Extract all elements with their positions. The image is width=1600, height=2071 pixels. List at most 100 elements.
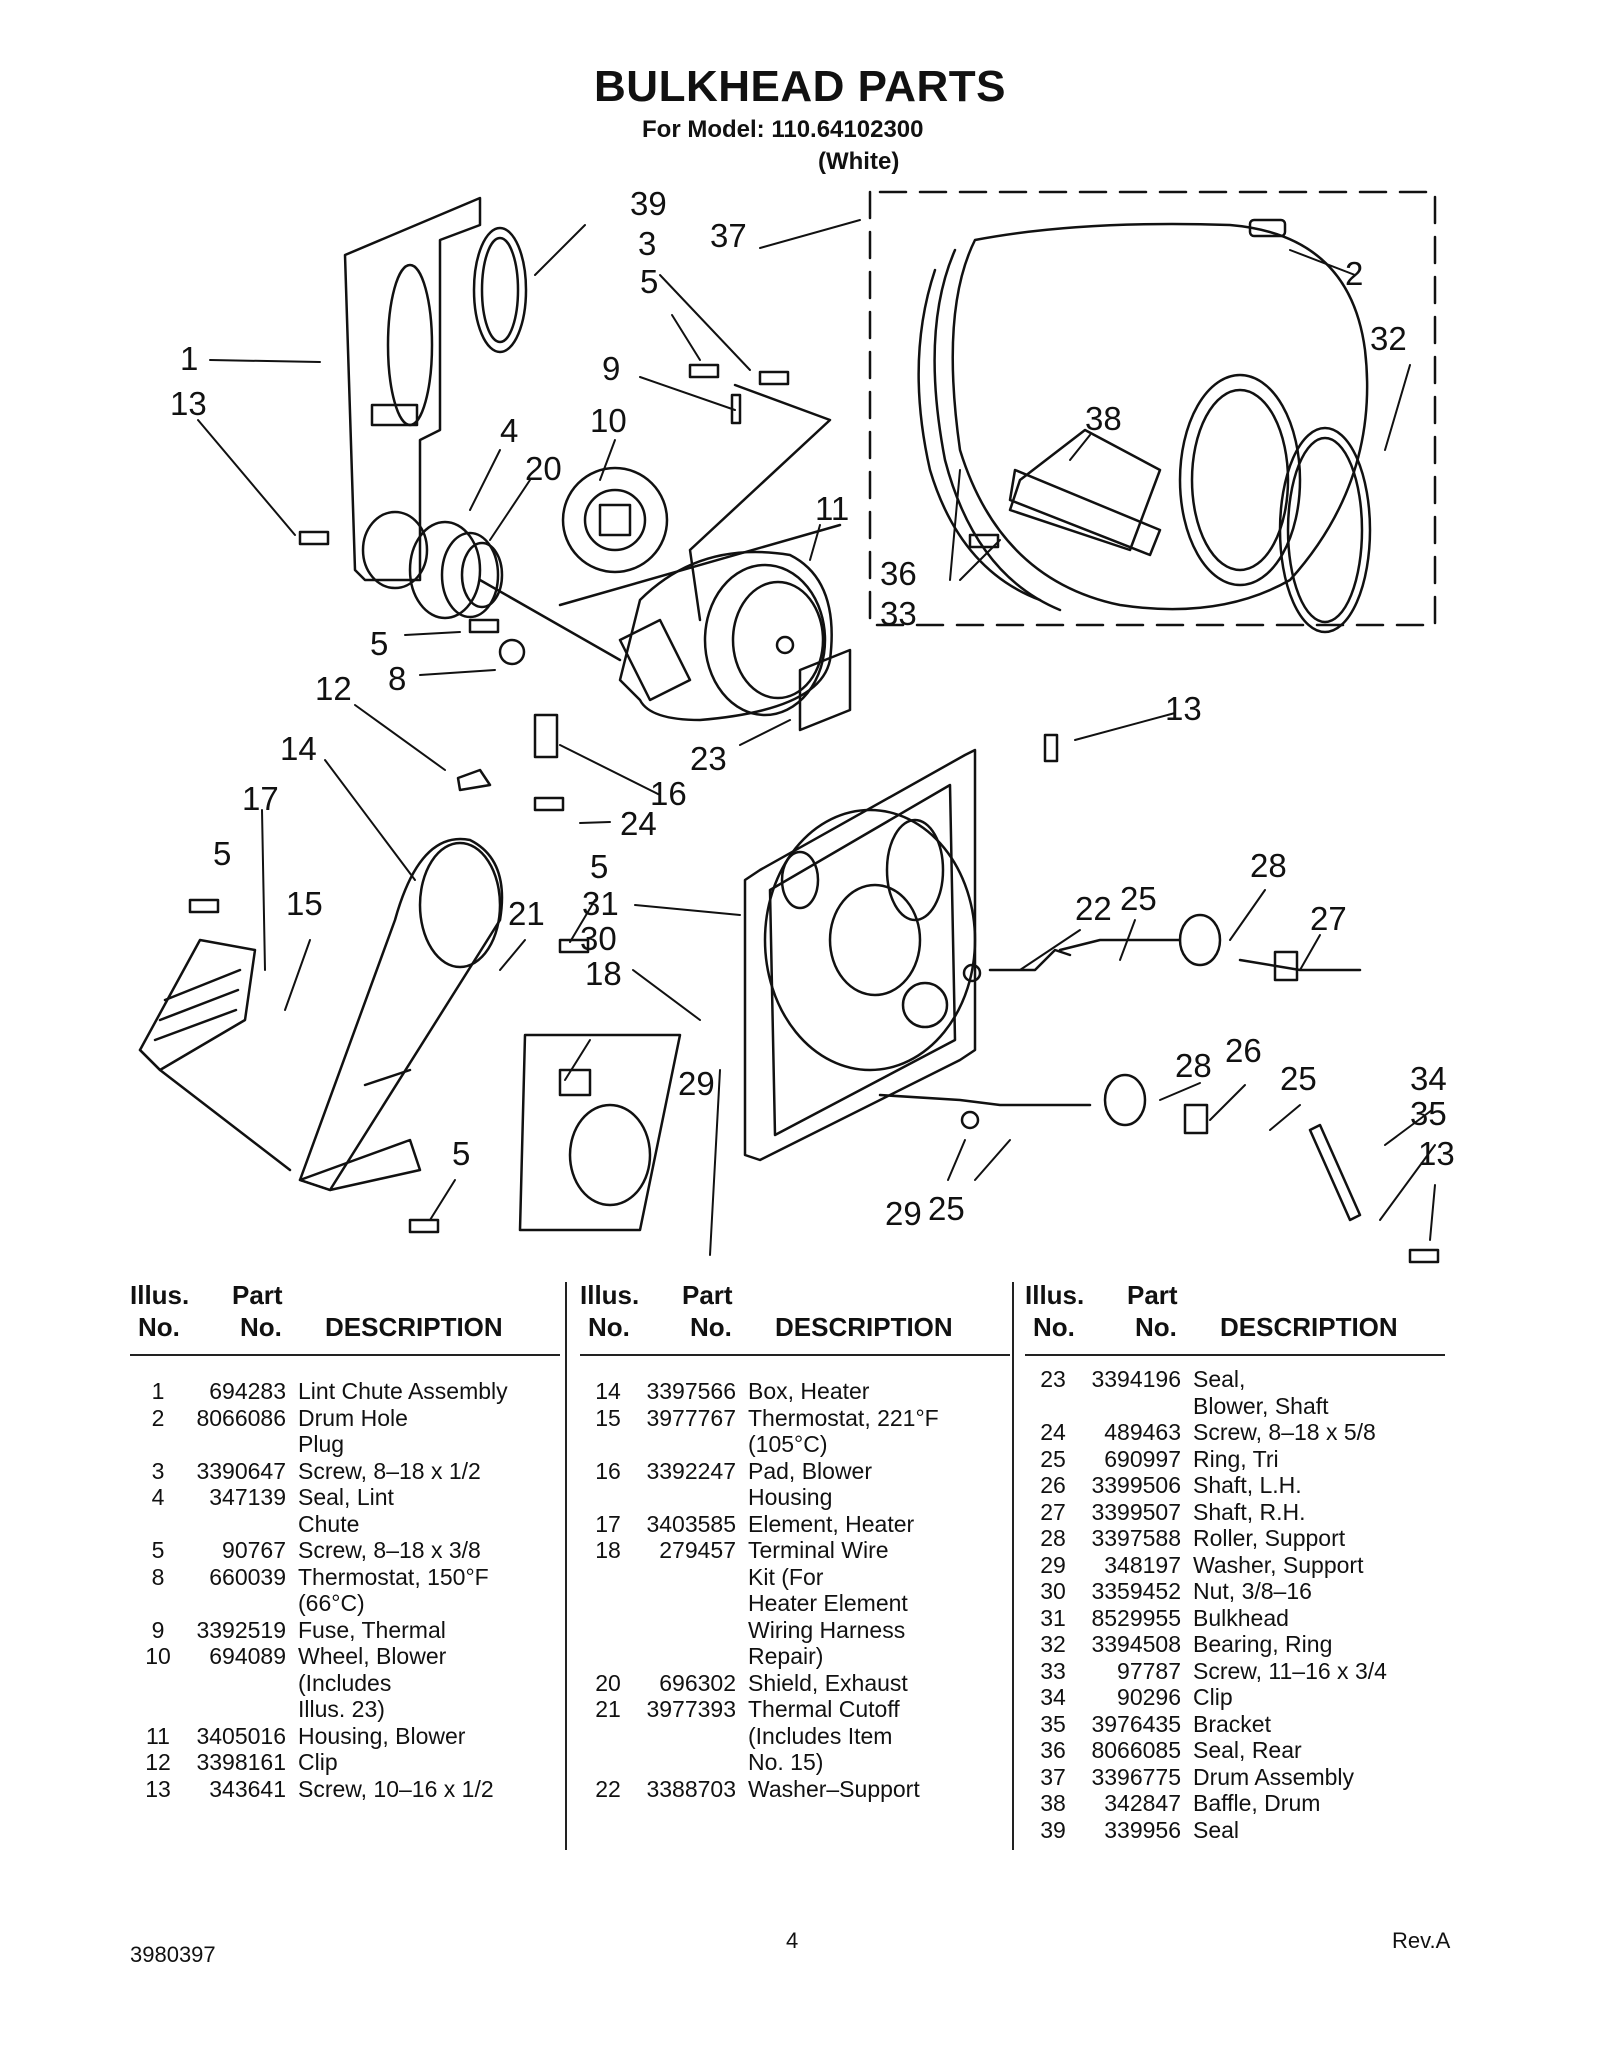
illus-number: 3 bbox=[151, 1457, 165, 1484]
callout-label: 25 bbox=[1280, 1060, 1317, 1097]
header-description: DESCRIPTION bbox=[325, 1312, 503, 1342]
screws bbox=[188, 363, 1440, 1264]
part-description: Bearing, Ring bbox=[1193, 1631, 1333, 1657]
heater-element-drawing bbox=[138, 938, 292, 1172]
callout-label: 39 bbox=[630, 185, 667, 222]
illus-number: 39 bbox=[1040, 1816, 1066, 1843]
illus-number: 17 bbox=[595, 1510, 621, 1537]
illus-number: 37 bbox=[1040, 1763, 1066, 1790]
part-number: 489463 bbox=[1104, 1419, 1181, 1445]
callout-label: 10 bbox=[590, 402, 627, 439]
illus-number: 25 bbox=[1040, 1445, 1066, 1472]
part-number: 348197 bbox=[1104, 1551, 1181, 1578]
illus-number: 30 bbox=[1040, 1578, 1066, 1604]
callout-label: 5 bbox=[590, 848, 608, 885]
part-description: Roller, Support bbox=[1193, 1525, 1346, 1551]
header-part: Part bbox=[1127, 1280, 1178, 1310]
callout-label: 36 bbox=[880, 555, 917, 592]
illus-number: 36 bbox=[1040, 1737, 1066, 1763]
part-number: 3392247 bbox=[646, 1457, 736, 1484]
illus-number: 18 bbox=[595, 1537, 621, 1563]
part-number: 8066085 bbox=[1091, 1737, 1181, 1763]
drum-assembly-box bbox=[868, 190, 1437, 627]
part-description: Housing, Blower bbox=[298, 1722, 466, 1749]
part-number: 3390647 bbox=[196, 1457, 286, 1484]
part-number: 8529955 bbox=[1091, 1604, 1181, 1631]
part-description: Drum Hole Plug bbox=[298, 1404, 408, 1458]
callout-label: 5 bbox=[213, 835, 231, 872]
callout-label: 23 bbox=[690, 740, 727, 777]
illus-number: 20 bbox=[595, 1669, 621, 1696]
table-header: Illus. No. Part No. DESCRIPTION bbox=[1025, 1280, 1445, 1356]
header-illus-no: No. bbox=[138, 1312, 180, 1342]
part-description: Nut, 3/8–16 bbox=[1193, 1578, 1312, 1604]
part-number: 8066086 bbox=[196, 1404, 286, 1431]
callout-label: 2 bbox=[1345, 255, 1363, 292]
illus-number: 38 bbox=[1040, 1790, 1066, 1816]
callout-label: 37 bbox=[710, 217, 747, 254]
callout-label: 27 bbox=[1310, 900, 1347, 937]
part-description: Lint Chute Assembly bbox=[298, 1378, 508, 1404]
callout-label: 12 bbox=[315, 670, 352, 707]
color-line: (White) bbox=[818, 148, 900, 175]
callout-label: 29 bbox=[885, 1195, 922, 1232]
part-description: Element, Heater bbox=[748, 1510, 915, 1537]
part-number: 90767 bbox=[222, 1537, 286, 1563]
callout-label: 5 bbox=[370, 625, 388, 662]
illus-number: 15 bbox=[595, 1404, 621, 1431]
part-description: Shaft, L.H. bbox=[1193, 1472, 1302, 1498]
part-number: 3394196 bbox=[1091, 1366, 1181, 1392]
part-number: 3977393 bbox=[646, 1696, 736, 1722]
callout-label: 1 bbox=[180, 340, 198, 377]
callout-label: 4 bbox=[500, 412, 518, 449]
part-description: Box, Heater bbox=[748, 1378, 870, 1404]
part-number: 3359452 bbox=[1091, 1578, 1181, 1604]
callout-label: 18 bbox=[585, 955, 622, 992]
callout-label: 13 bbox=[170, 385, 207, 422]
callout-label: 32 bbox=[1370, 320, 1407, 357]
part-description: Seal, Lint Chute bbox=[298, 1484, 394, 1537]
part-number: 3399506 bbox=[1091, 1472, 1181, 1498]
part-number: 90296 bbox=[1117, 1684, 1181, 1710]
callout-label: 35 bbox=[1410, 1095, 1447, 1132]
callout-label: 13 bbox=[1165, 690, 1202, 727]
illus-number: 23 bbox=[1040, 1366, 1066, 1392]
part-description: Thermostat, 221°F (105°C) bbox=[748, 1404, 939, 1458]
part-description: Washer–Support bbox=[748, 1775, 920, 1802]
illus-number: 14 bbox=[595, 1378, 621, 1404]
terminal-kit-box bbox=[518, 1033, 682, 1232]
callout-label: 5 bbox=[452, 1135, 470, 1172]
part-number: 660039 bbox=[209, 1563, 286, 1590]
header-description: DESCRIPTION bbox=[1220, 1312, 1398, 1342]
callout-label: 29 bbox=[678, 1065, 715, 1102]
callout-label: 13 bbox=[1418, 1135, 1455, 1172]
illus-number: 4 bbox=[151, 1484, 165, 1510]
drum-drawing bbox=[917, 218, 1372, 634]
callout-label: 31 bbox=[582, 885, 619, 922]
illus-number: 1 bbox=[151, 1378, 165, 1404]
header-illus: Illus. bbox=[130, 1280, 190, 1310]
part-description: Baffle, Drum bbox=[1193, 1790, 1321, 1816]
part-description: Screw, 8–18 x 5/8 bbox=[1193, 1419, 1376, 1445]
part-description: Shield, Exhaust bbox=[748, 1669, 908, 1696]
callout-label: 3 bbox=[638, 225, 656, 262]
header-part: Part bbox=[232, 1280, 283, 1310]
part-number: 694283 bbox=[209, 1378, 286, 1404]
illus-number: 32 bbox=[1040, 1631, 1066, 1657]
